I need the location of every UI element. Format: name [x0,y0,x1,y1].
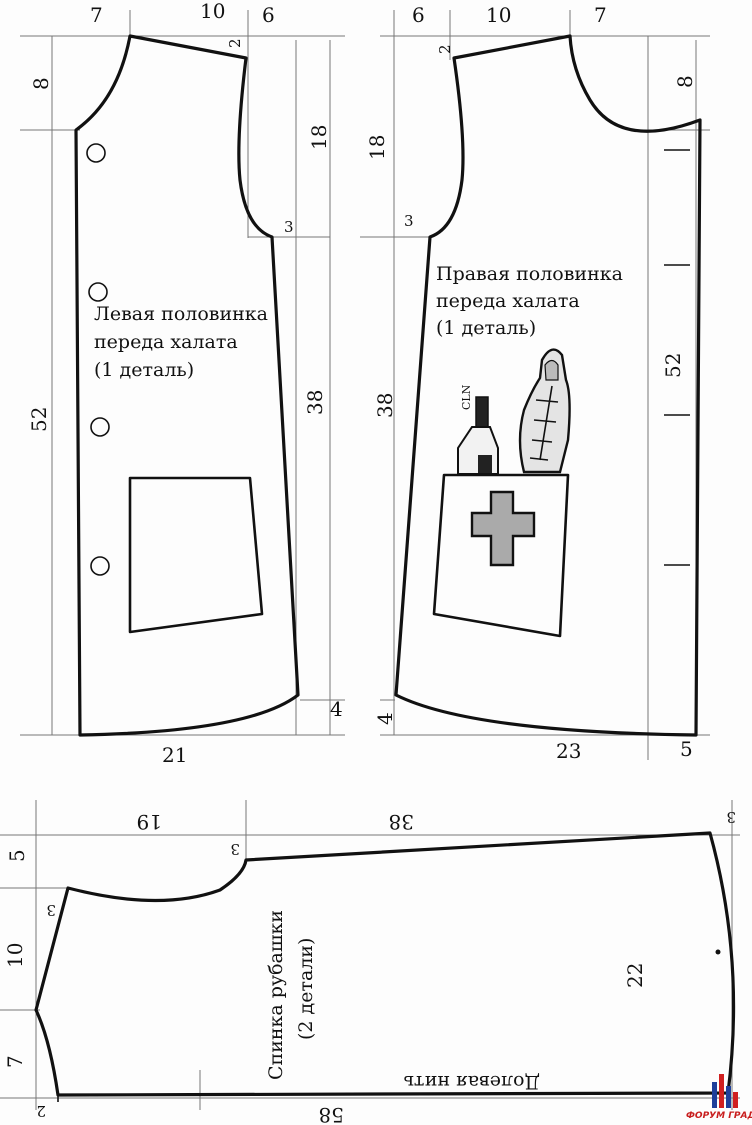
dim-armhole: 18 [307,125,331,150]
bdim-left-c: 7 [3,1055,27,1068]
bdim-left-b: 10 [3,943,27,968]
dim-bottom: 21 [162,743,187,767]
bottle-icon: CLN [457,384,499,475]
bdim-top-b: 38 [389,810,414,834]
dim-neck: 8 [29,77,53,90]
bdim-corner-d: 2 [36,1102,46,1120]
dim-length: 52 [27,407,51,432]
right-front-label-1: Правая половинка [436,263,623,285]
rdim-side: 38 [373,393,397,418]
dim-top-a: 7 [90,3,103,27]
left-pocket [128,476,264,634]
right-front-label-2: переда халата [436,290,580,312]
rdim-armhole: 18 [365,135,389,160]
bdim-corner-b: 3 [726,808,736,826]
rdim-shoulder: 2 [436,44,454,54]
left-front-piece: Левая половинка переда халата (1 деталь)… [27,0,343,767]
button-1 [86,143,106,163]
grain-dot [715,949,721,955]
left-front-label-2: переда халата [94,331,238,353]
rdim-top-c: 7 [594,3,607,27]
rdim-neck: 8 [673,75,697,88]
rdim-top-a: 6 [412,3,425,27]
grain-line-label: Долевая нить [404,1071,540,1093]
button-4 [90,556,110,576]
bdim-bottom: 58 [319,1103,344,1125]
rdim-length: 52 [661,353,685,378]
bdim-corner-c: 3 [46,901,56,919]
medical-cross-icon [470,490,536,567]
right-front-outline [394,34,702,737]
bdim-top-a: 19 [137,810,162,834]
button-2 [88,282,108,302]
thermometer-icon [518,348,571,474]
bottle-label: CLN [460,384,473,410]
button-3 [90,417,110,437]
left-front-label-1: Левая половинка [94,303,268,325]
dim-armhole-depth: 3 [284,218,294,236]
right-front-label-3: (1 деталь) [436,317,536,339]
guide-lines [0,10,740,1110]
right-front-piece: CLN Правая половинка переда халата (1 де… [365,3,702,763]
left-front-label-3: (1 деталь) [94,359,194,381]
rdim-hem-rise: 4 [373,712,397,725]
bdim-right: 22 [623,963,647,988]
dim-shoulder: 2 [226,38,244,48]
left-front-outline [74,34,300,737]
watermark-text: ФОРУМ ГРАД [686,1111,752,1121]
dim-side: 38 [303,390,327,415]
rdim-top-b: 10 [486,3,511,27]
back-outline [34,831,736,1097]
dim-top-c: 6 [262,3,275,27]
forum-logo: ФОРУМ ГРАД [686,1074,752,1121]
rdim-armhole-depth: 3 [404,212,414,230]
rdim-hem-ext: 5 [680,737,693,761]
back-label-1: Спинка рубашки [265,910,287,1080]
rdim-bottom: 23 [556,739,581,763]
right-pocket [432,473,570,638]
bdim-corner-a: 3 [230,840,240,858]
back-label-2: (2 детали) [295,938,317,1040]
bdim-left-a: 5 [5,849,29,862]
back-piece: 19 38 3 3 5 10 7 3 2 58 22 Спинка рубашк… [3,808,736,1125]
dim-top-b: 10 [200,0,225,23]
dim-hem-rise: 4 [330,697,343,721]
